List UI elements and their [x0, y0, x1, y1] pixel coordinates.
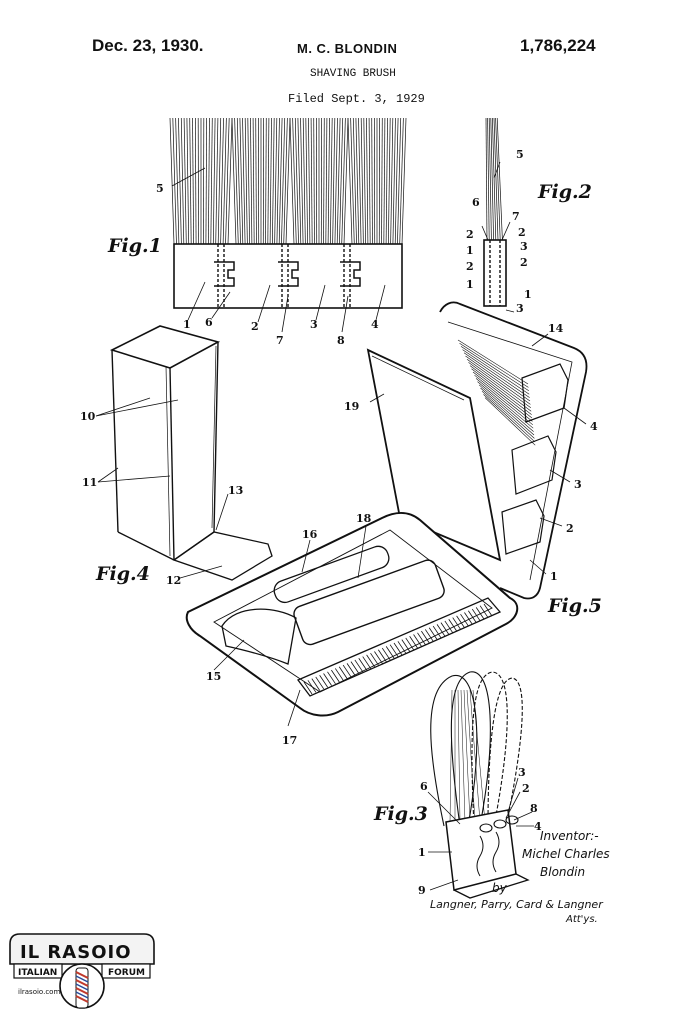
- fig3-label: Fig.3: [373, 803, 428, 825]
- by-text: by: [492, 881, 508, 895]
- fig1-brush-strip: [169, 117, 407, 333]
- ref-numeral: 8: [337, 334, 345, 347]
- fig2-side-view: [481, 117, 515, 313]
- ref-numeral: 2: [466, 228, 474, 241]
- fig3-numerals: 3 2 6 8 4 1 9: [418, 766, 542, 897]
- filed-date: Filed Sept. 3, 1929: [288, 92, 425, 106]
- inventor-line-2: Blondin: [540, 865, 585, 879]
- ref-numeral: 1: [550, 570, 558, 583]
- ref-numeral: 12: [166, 574, 181, 587]
- logo-right-tag: FORUM: [108, 968, 145, 978]
- ref-numeral: 3: [518, 766, 526, 779]
- ref-numeral: 4: [534, 820, 542, 833]
- attorneys-signature: Langner, Parry, Card & Langner: [430, 898, 604, 911]
- fig4-sleeve: [95, 325, 273, 581]
- fig4-numerals: 10 11 13 12: [80, 410, 243, 587]
- attys-text: Att'ys.: [565, 914, 598, 925]
- ref-numeral: 13: [228, 484, 243, 497]
- ref-numeral: 7: [276, 334, 284, 347]
- fig2-numerals: 5 6 7 2 2 1 3 2 2 1 1 3: [466, 148, 532, 315]
- ref-numeral: 8: [530, 802, 538, 815]
- ref-numeral: 2: [466, 260, 474, 273]
- patent-title: SHAVING BRUSH: [310, 68, 396, 80]
- ref-numeral: 4: [371, 318, 379, 331]
- ref-numeral: 4: [590, 420, 598, 433]
- inventor-label: Inventor:-: [540, 829, 599, 843]
- ref-numeral: 1: [466, 278, 474, 291]
- ref-numeral: 3: [520, 240, 528, 253]
- ref-numeral: 2: [522, 782, 530, 795]
- ref-numeral: 9: [418, 884, 426, 897]
- logo-title: IL RASOIO: [20, 942, 132, 963]
- fig1-label: Fig.1: [107, 235, 162, 257]
- ref-numeral: 1: [183, 318, 191, 331]
- il-rasoio-logo: IL RASOIO ITALIAN FORUM ilrasoio.com: [9, 933, 155, 1009]
- inventor-line-1: Michel Charles: [522, 847, 610, 861]
- fig5-numerals: 14 19 4 3 2 1 16 18 15 17: [206, 322, 598, 747]
- patent-number: 1,786,224: [520, 36, 596, 55]
- ref-numeral: 16: [302, 528, 318, 541]
- ref-numeral: 2: [520, 256, 528, 269]
- ref-numeral: 5: [156, 182, 164, 195]
- ref-numeral: 7: [512, 210, 520, 223]
- fig2-label: Fig.2: [537, 181, 592, 203]
- ref-numeral: 1: [418, 846, 426, 859]
- ref-numeral: 3: [516, 302, 524, 315]
- ref-numeral: 2: [566, 522, 574, 535]
- ref-numeral: 11: [82, 476, 97, 489]
- logo-site: ilrasoio.com: [18, 988, 60, 996]
- ref-numeral: 6: [420, 780, 428, 793]
- ref-numeral: 18: [356, 512, 372, 525]
- patent-date: Dec. 23, 1930.: [92, 36, 204, 55]
- ref-numeral: 1: [524, 288, 532, 301]
- logo-left-tag: ITALIAN: [18, 968, 57, 978]
- ref-numeral: 19: [344, 400, 359, 413]
- ref-numeral: 2: [251, 320, 259, 333]
- ref-numeral: 10: [80, 410, 96, 423]
- fig3-assembled-brush: [427, 671, 534, 899]
- ref-numeral: 2: [518, 226, 526, 239]
- fig4-label: Fig.4: [95, 563, 150, 585]
- ref-numeral: 14: [548, 322, 564, 335]
- ref-numeral: 6: [472, 196, 480, 209]
- ref-numeral: 3: [310, 318, 318, 331]
- signature-block: Inventor:- Michel Charles Blondin by Lan…: [430, 829, 610, 925]
- ref-numeral: 3: [574, 478, 582, 491]
- fig5-kit-case: [185, 301, 588, 727]
- ref-numeral: 15: [206, 670, 221, 683]
- ref-numeral: 17: [282, 734, 297, 747]
- ref-numeral: 5: [516, 148, 524, 161]
- inventor-name: M. C. BLONDIN: [297, 41, 398, 56]
- fig1-numerals: 5 1 6 2 7 3 8 4: [156, 182, 379, 347]
- ref-numeral: 1: [466, 244, 474, 257]
- fig5-label: Fig.5: [547, 595, 602, 617]
- ref-numeral: 6: [205, 316, 213, 329]
